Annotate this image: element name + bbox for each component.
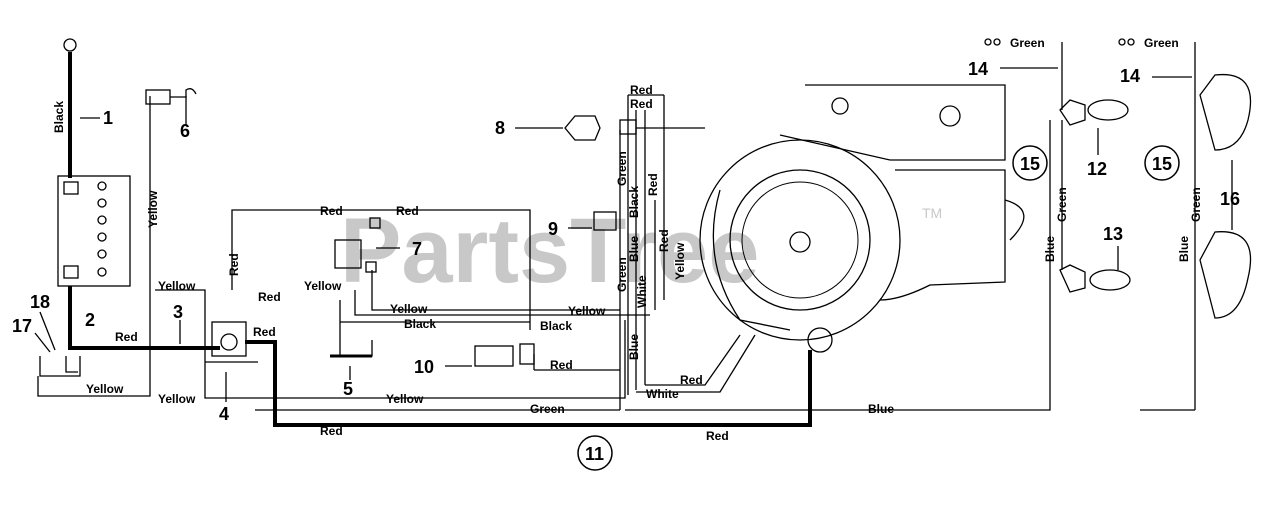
callout-5: 5 [343,379,353,399]
wire-label-blue-3: Blue [627,334,641,360]
callout-10: 10 [414,357,434,377]
wire-label-green-6: Green [1055,187,1069,222]
wire-label-yellow-6: Yellow [158,392,196,406]
battery [57,175,131,287]
wire-label-blue-2: Blue [627,236,641,262]
callout-11: 11 [585,444,604,464]
callout-14a: 14 [968,59,988,79]
wire-lines [34,38,1252,427]
wire-label-white-1: White [646,387,679,401]
wire-label-green-4: Green [1010,36,1045,50]
wire-label-red-12: Red [630,97,653,111]
wire-label-blue-1: Blue [868,402,894,416]
solenoid [211,321,247,357]
callout-1: 1 [103,108,113,128]
wire-label-yellow-1: Yellow [146,190,160,228]
wire-label-yellow-8: Yellow [568,304,606,318]
callout-12: 12 [1087,159,1107,179]
wire-label-green-2: Green [615,151,629,186]
wire-label-green-5: Green [1144,36,1179,50]
wire-label-yellow-9: Yellow [673,242,687,280]
callout-18: 18 [30,292,50,312]
callout-15b: 15 [1152,154,1172,174]
callout-13: 13 [1103,224,1123,244]
callout-4: 4 [219,404,229,424]
wire-label-red-9: Red [550,358,573,372]
wire-label-red-4: Red [258,290,281,304]
watermark-text: PartsTree [340,200,759,302]
callout-16: 16 [1220,189,1240,209]
callout-circle-15a [1012,145,1048,181]
wire-label-yellow-4: Yellow [390,302,428,316]
wire-label-black-3: Black [540,319,572,333]
wire-label-green-3: Green [615,257,629,292]
wire-label-red-6: Red [253,325,276,339]
wire-label-black-2: Black [404,317,436,331]
callout-7: 7 [412,239,422,259]
wire-label-blue-4: Blue [1043,236,1057,262]
watermark-trademark: TM [922,205,942,221]
wire-label-green-7: Green [1189,187,1203,222]
wire-label-yellow-5: Yellow [86,382,124,396]
wire-label-yellow-3: Yellow [304,279,342,293]
wire-label-red-11: Red [630,83,653,97]
wire-label-red-7: Red [320,424,343,438]
wire-label-red-2: Red [320,204,343,218]
callout-8: 8 [495,118,505,138]
callout-14b: 14 [1120,66,1140,86]
callout-labels: 1 2 3 4 5 6 7 8 9 10 11 12 13 14 14 15 1… [12,59,1240,464]
wire-labels: Black Yellow Red Red Red Yellow Yellow R… [52,36,1203,443]
wire-label-red-1: Red [227,253,241,276]
callout-2: 2 [85,310,95,330]
wire-label-red-8: Red [706,429,729,443]
wire-label-red-14: Red [657,229,671,252]
wire-label-red-5: Red [115,330,138,344]
callout-9: 9 [548,219,558,239]
callout-17: 17 [12,316,32,336]
callout-15a: 15 [1020,154,1040,174]
wire-label-red-10: Red [680,373,703,387]
callout-circle-15b [1144,145,1180,181]
wire-label-blue-5: Blue [1177,236,1191,262]
wire-label-red-13: Red [646,173,660,196]
wire-label-white-2: White [635,275,649,308]
wire-label-yellow-2: Yellow [158,279,196,293]
wire-label-black-4: Black [627,186,641,218]
callout-6: 6 [180,121,190,141]
callout-circle-11 [577,435,613,471]
wire-label-red-3: Red [396,204,419,218]
wire-label-yellow-7: Yellow [386,392,424,406]
wire-label-black-1: Black [52,101,66,133]
callout-3: 3 [173,302,183,322]
wire-label-green-1: Green [530,402,565,416]
